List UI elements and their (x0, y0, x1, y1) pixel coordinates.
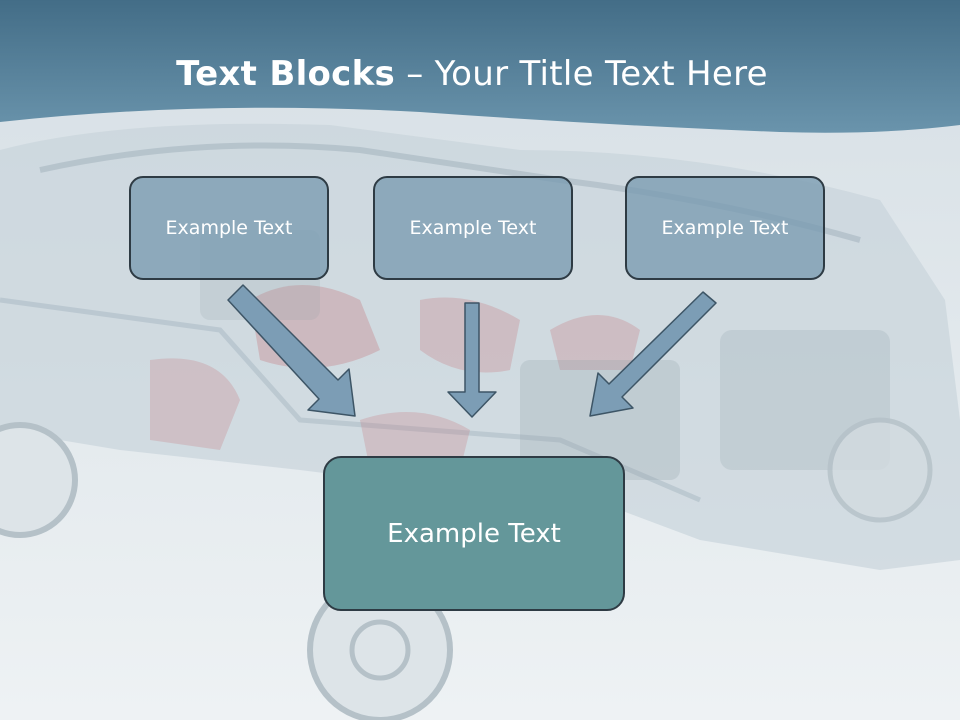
arrow-right-diagonal (589, 291, 717, 417)
result-block-label: Example Text (387, 518, 561, 549)
arrow-left-diagonal (227, 284, 356, 417)
text-block-2-label: Example Text (409, 217, 537, 239)
text-block-1: Example Text (129, 176, 329, 280)
text-block-2: Example Text (373, 176, 573, 280)
arrow-down-icon (589, 291, 717, 417)
arrow-down-icon (227, 284, 356, 417)
title-rest-text: Your Title Text Here (434, 54, 768, 94)
text-block-1-label: Example Text (165, 217, 293, 239)
arrow-down-icon (447, 302, 497, 418)
result-block: Example Text (323, 456, 625, 611)
title-dash: – (395, 54, 435, 94)
slide-title: Text Blocks – Your Title Text Here (0, 54, 944, 94)
text-block-3-label: Example Text (661, 217, 789, 239)
arrow-center-vertical (447, 302, 497, 418)
title-bold-text: Text Blocks (176, 54, 396, 94)
text-block-3: Example Text (625, 176, 825, 280)
